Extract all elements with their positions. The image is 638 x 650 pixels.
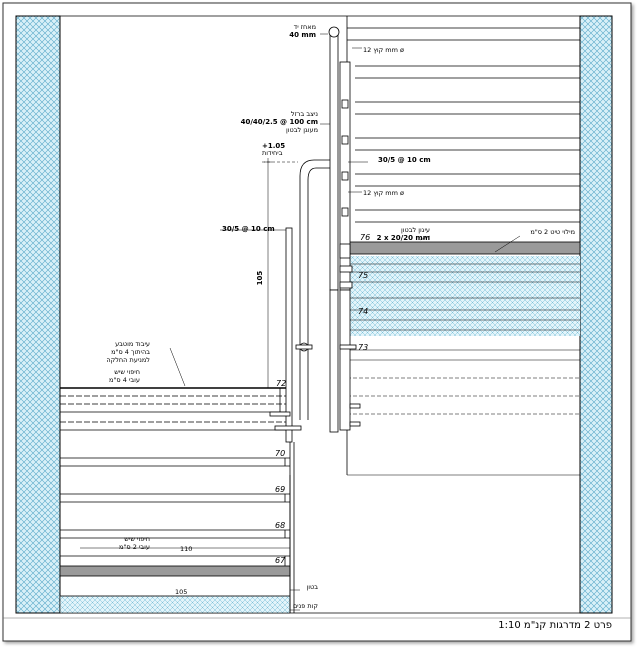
finish-2: עובי 4 ס"מ bbox=[109, 376, 140, 384]
bar-left-label: 30/5 @ 10 cm bbox=[222, 225, 275, 233]
lower-slab bbox=[59, 565, 291, 577]
floor-fill bbox=[59, 595, 291, 614]
bar-right-label: 30/5 @ 10 cm bbox=[378, 156, 431, 164]
step-75: 75 bbox=[358, 271, 368, 280]
anchor-top-label: קוץ 12 mm ø bbox=[363, 46, 404, 54]
upper-handrail bbox=[328, 26, 353, 291]
dim-110: 110 bbox=[180, 545, 192, 553]
step-72: 72 bbox=[276, 379, 286, 388]
finish-1: חיפוי שיש bbox=[114, 368, 140, 376]
step-68: 68 bbox=[275, 521, 285, 530]
concrete-label: בטון bbox=[306, 583, 318, 591]
cap-dim-label: 40 mm bbox=[289, 31, 316, 39]
right-wall bbox=[579, 15, 613, 614]
height-dim: 105 bbox=[256, 271, 264, 286]
treatment-2: בהיתוך 4 ס"מ bbox=[111, 348, 150, 356]
lower-flight bbox=[60, 387, 290, 557]
wood-dim-label: 2 x 20/20 mm bbox=[377, 234, 430, 242]
drawing-title: פרט 2 מדרגות קנ"מ 1:10 bbox=[498, 620, 612, 631]
step-70: 70 bbox=[275, 449, 285, 458]
floor-label: קות פנים bbox=[293, 602, 319, 610]
upper-flight bbox=[347, 27, 580, 223]
tube-label: ניצב ברזל bbox=[291, 110, 318, 118]
fill-layer-label: מילוי טיט 2 ס"מ bbox=[530, 228, 575, 236]
elevation-label: +1.05 bbox=[262, 142, 285, 150]
step-74: 74 bbox=[358, 307, 368, 316]
stone-1: חיפוי שיש bbox=[124, 535, 150, 543]
stone-2: עובי 2 ס"מ bbox=[119, 543, 150, 551]
cap-pipe-label: מאחז יד bbox=[294, 23, 316, 31]
lower-handrail bbox=[269, 159, 361, 613]
step-69: 69 bbox=[275, 485, 285, 494]
anchor-mid-label: קוץ 12 mm ø bbox=[363, 189, 404, 197]
elevation-note: ביחידות bbox=[262, 149, 283, 157]
landing-fill bbox=[347, 256, 580, 336]
dim-105: 105 bbox=[175, 588, 187, 596]
left-wall bbox=[15, 15, 61, 614]
wood-beam-label: עיגון לבטון bbox=[401, 226, 430, 234]
tube-dim-label: 40/40/2.5 @ 100 cm bbox=[241, 118, 318, 126]
landing-slab bbox=[346, 241, 581, 255]
treatment-1: עיבוד מוטבע bbox=[115, 340, 150, 348]
treatment-3: למניעת החלקה bbox=[106, 356, 150, 364]
step-76: 76 bbox=[360, 233, 370, 242]
step-67: 67 bbox=[275, 556, 286, 565]
tube-anchor-label: מעוגן לבטון bbox=[286, 126, 318, 134]
step-73: 73 bbox=[358, 343, 368, 352]
